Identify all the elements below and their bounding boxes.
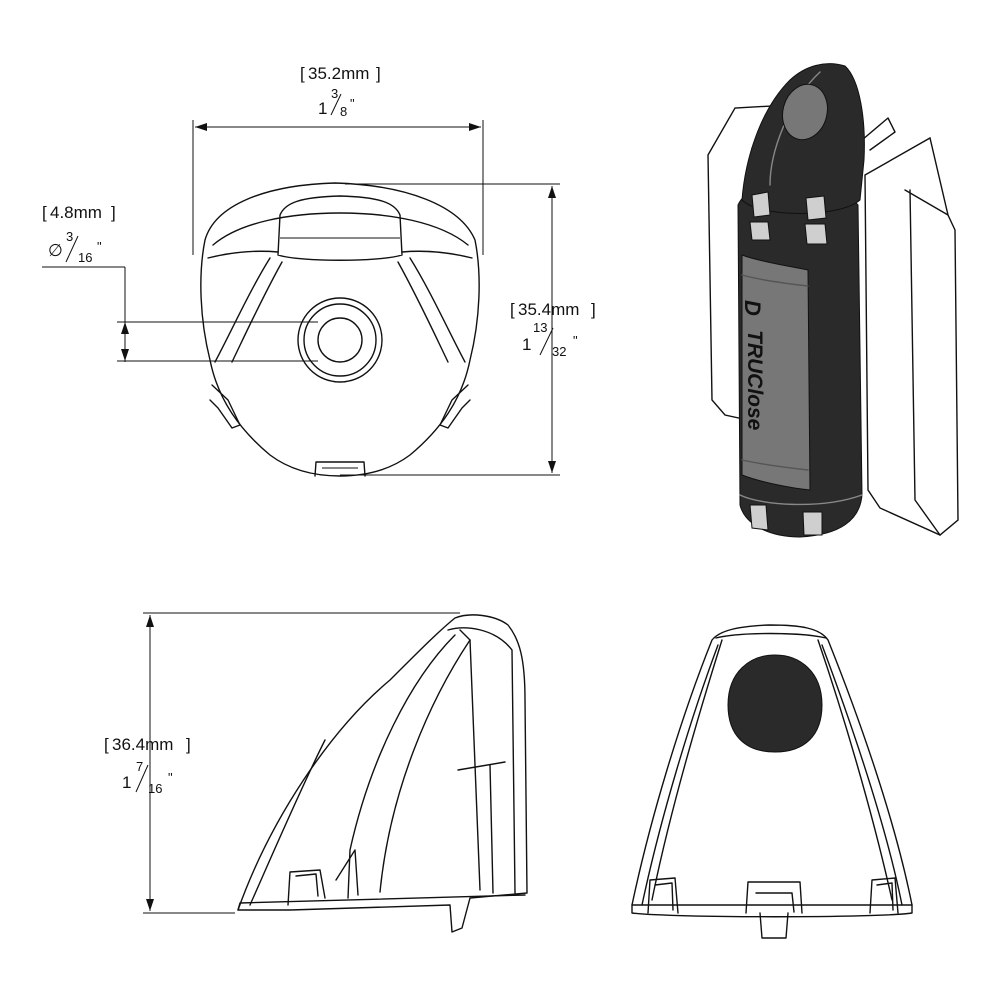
hinge-dome-highlight: [769, 71, 821, 186]
rear-view-oval: [727, 654, 823, 753]
brand-mark: D: [740, 300, 765, 316]
height-bracket-open: [: [510, 300, 515, 319]
side-view-rear-edge: [459, 629, 481, 891]
rear-view-inner-left: [641, 639, 723, 906]
height-bracket-close: ]: [591, 300, 596, 319]
hinge-top-bracket: [861, 117, 896, 151]
rear-view-top-edge: [715, 632, 827, 639]
height-arrow-bottom: [548, 461, 556, 473]
side-view-outline: [237, 614, 528, 933]
hinge-label-inset: [741, 274, 809, 471]
product-iso-view: D TRUClose: [707, 63, 959, 538]
rear-view-clip-right: [869, 877, 899, 914]
hole-inch-numerator: 3: [66, 229, 73, 244]
width-dimension: [ ] 35.2mm 1 3 8 ": [192, 64, 484, 255]
hole-inch-mark: ": [97, 239, 102, 254]
rear-view-clip-left: [647, 877, 679, 914]
depth-bracket-open: [: [104, 735, 109, 754]
side-view-notch-2: [335, 849, 359, 896]
hole-diameter-symbol: ∅: [48, 241, 63, 260]
depth-bracket-close: ]: [186, 735, 191, 754]
depth-inch-numerator: 7: [136, 759, 143, 774]
depth-mm-label: 36.4mm: [112, 735, 173, 754]
front-view-hole-ring: [303, 303, 377, 377]
front-view-rib-right: [397, 257, 466, 363]
hole-bracket-close: ]: [111, 203, 116, 222]
front-view-band-lower: [207, 250, 473, 259]
width-arrow-left: [195, 123, 207, 131]
height-dimension: [ ] 35.4mm 1 13 32 ": [340, 183, 596, 476]
width-fraction-slash: [330, 93, 342, 116]
height-inch-denominator: 32: [552, 344, 566, 359]
rear-view-clip-center: [745, 881, 803, 939]
height-inch-numerator: 13: [533, 320, 547, 335]
depth-arrow-top: [146, 615, 154, 627]
hole-inch-denominator: 16: [78, 250, 92, 265]
front-view-outline: [200, 182, 480, 477]
hinge-clip-top-left: [751, 191, 771, 218]
rear-view: [631, 624, 913, 939]
hinge-label-panel: [741, 254, 811, 491]
height-inch-mark: ": [573, 333, 578, 348]
height-arrow-top: [548, 186, 556, 198]
depth-inch-mark: ": [168, 770, 173, 785]
depth-dimension: [ ] 36.4mm 1 7 16 ": [104, 612, 460, 914]
width-inch-mark: ": [350, 96, 355, 111]
rear-view-inner-right: [817, 639, 903, 906]
hinge-clip-bottom-left: [749, 504, 769, 531]
width-mm-label: 35.2mm: [308, 64, 369, 83]
side-view-band: [457, 761, 506, 894]
front-view-hole-boss: [297, 297, 383, 383]
front-view-notch-left: [209, 384, 241, 429]
side-view-base: [237, 894, 526, 911]
hinge-bottom-ring: [739, 494, 863, 506]
hole-dimension: [ ] 4.8mm ∅ 3 16 ": [42, 203, 318, 362]
side-view-inner-edge: [447, 627, 516, 894]
front-view-hole: [317, 317, 363, 363]
width-inch-whole: 1: [318, 99, 327, 118]
hole-arrow-top: [121, 322, 129, 334]
depth-inch-denominator: 16: [148, 781, 162, 796]
width-bracket-close: ]: [376, 64, 381, 83]
hinge-clip-top-mid: [749, 221, 828, 245]
hole-fraction-slash: [65, 235, 79, 263]
front-view-bottom-tab: [314, 461, 366, 477]
height-fraction-slash: [539, 327, 554, 356]
depth-fraction-slash: [135, 764, 149, 793]
hole-mm-label: 4.8mm: [50, 203, 102, 222]
hole-arrow-bottom: [121, 349, 129, 361]
hinge-dome-oval: [782, 83, 828, 141]
front-view-upper-band: [212, 212, 469, 246]
hole-bracket-open: [: [42, 203, 47, 222]
width-inch-numerator: 3: [331, 86, 338, 101]
depth-arrow-bottom: [146, 899, 154, 911]
front-view-rib-left: [214, 257, 283, 363]
front-view: [200, 182, 480, 477]
product-label: TRUClose: [743, 330, 766, 431]
height-mm-label: 35.4mm: [518, 300, 579, 319]
hinge-right-leaf-edge: [904, 189, 949, 536]
hinge-clip-top-right: [805, 195, 827, 221]
side-view-curve-1: [249, 739, 326, 906]
width-arrow-right: [469, 123, 481, 131]
height-inch-whole: 1: [522, 335, 531, 354]
front-view-cap-block: [277, 195, 403, 261]
depth-inch-whole: 1: [122, 773, 131, 792]
side-view-curve-3: [379, 639, 471, 893]
side-view-curve-2: [347, 634, 456, 899]
side-view: [237, 614, 528, 933]
hinge-clip-bottom-right: [802, 511, 823, 536]
side-view-notch-1: [287, 869, 326, 906]
width-inch-denominator: 8: [340, 104, 347, 119]
hinge-right-leaf: [864, 136, 959, 536]
width-bracket-open: [: [300, 64, 305, 83]
front-view-notch-right: [439, 384, 471, 429]
